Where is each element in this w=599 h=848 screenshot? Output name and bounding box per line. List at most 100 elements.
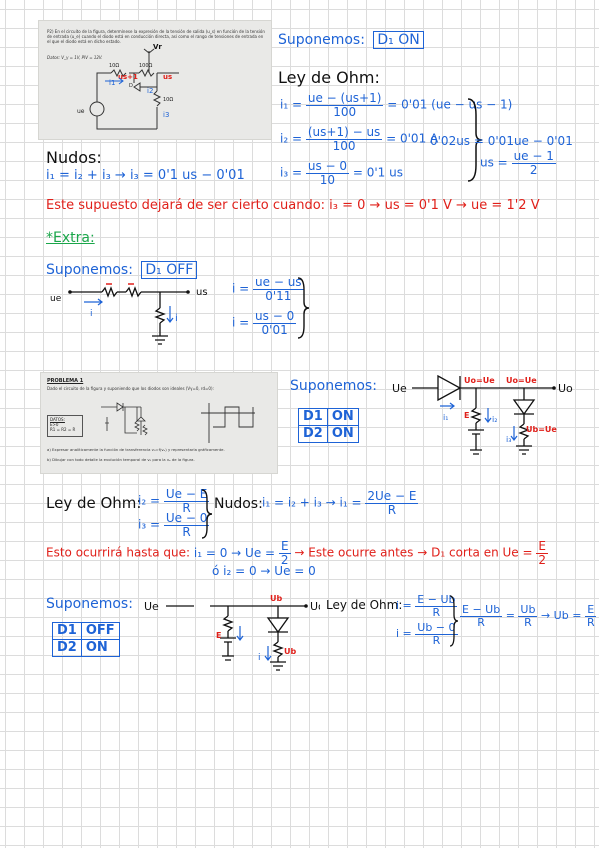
state-value: ON: [326, 425, 359, 443]
eq4-a-lhs: i =: [396, 599, 412, 613]
eq-i1-den: 100: [333, 104, 357, 119]
state-d1-on: D₁ ON: [373, 31, 424, 49]
eq-i1: i₁ = ue − (us+1)100 = 0'01 (ue − us − 1): [280, 92, 512, 118]
fig5-ub-top: Ub: [270, 594, 282, 603]
eq4-b-num: Ub − 0: [415, 621, 458, 635]
state-diode: D2: [298, 425, 328, 443]
suponemos-2: Suponemos: D₁ OFF: [46, 261, 198, 279]
fig4-i1: i₁: [443, 413, 448, 422]
res-num-3: E: [585, 603, 597, 617]
datos-1: E>0: [50, 422, 59, 427]
question-b: b) Dibujar con todo detalle la evolución…: [47, 457, 195, 462]
suponemos-4: Suponemos:: [46, 596, 133, 612]
eq-i1-lhs: i₁ =: [280, 97, 303, 112]
fig4-uo: Uo: [558, 382, 573, 395]
eq-i2-rhs: = 0'01 A: [386, 131, 439, 146]
fig5-uo: Uo: [310, 600, 320, 613]
eq4-b-lhs: i =: [396, 627, 412, 641]
fig-r1: 10Ω: [109, 63, 119, 69]
fig4-uo-ue-2: Uo=Ue: [506, 376, 537, 385]
problem-text-2: Dado el circuito de la figura y suponien…: [47, 386, 214, 391]
condition-2: ó i₂ = 0 → Ue = 0: [212, 564, 316, 578]
fig4-uo-ue: Uo=Ue: [464, 376, 495, 385]
fig2-us: us: [196, 287, 208, 298]
condition-1b: → Este ocurre antes → D₁ corta en Ue =: [294, 545, 533, 560]
res-den-2: R: [524, 615, 532, 629]
ley-ohm-3: Ley de Ohm:: [46, 494, 142, 512]
fig4-E: E: [464, 411, 469, 420]
condition-3: Esto ocurrirá hasta que: i₁ = 0 → Ue = E…: [46, 540, 548, 566]
ley-ohm-4: Ley de Ohm:: [326, 598, 403, 612]
eq-i3-den: 10: [319, 172, 336, 187]
suponemos-3: Suponemos:: [290, 378, 377, 394]
eq-i1-rhs: = 0'01 (ue − us − 1): [387, 97, 513, 112]
eq3-i3-den: R: [182, 524, 191, 539]
fig-r2: 100Ω: [139, 63, 153, 69]
fig-i1: i1: [109, 79, 115, 87]
eq2-b-den: 0'01: [261, 322, 288, 337]
fig-us: us: [163, 73, 172, 81]
fig5-ub: Ub: [284, 647, 296, 656]
circuit-figure-1: 10Ω 100Ω 10Ω Vr us+1 us ue i1 i2 i3 D: [77, 43, 179, 130]
res-num-2: Ub: [518, 603, 538, 617]
fig-us1: us+1: [118, 73, 138, 81]
fig5-E: E: [216, 631, 221, 640]
res-eq: → Ub =: [540, 609, 582, 623]
fig2-i-down: i: [175, 313, 178, 324]
eq2-a-lhs: i =: [232, 281, 250, 296]
eq-i3-num: us − 0: [305, 159, 350, 174]
condition-1-num: E: [278, 539, 291, 554]
res-num-1: E − Ub: [460, 603, 503, 617]
condition-prefix: Esto ocurrirá hasta que:: [46, 545, 191, 560]
eq2-a-den: 0'11: [265, 288, 292, 303]
nudos-1: Nudos:: [46, 148, 102, 167]
nudos-eq-3-num: 2Ue − E: [365, 489, 419, 504]
eq2-b-lhs: i =: [232, 315, 250, 330]
fig4-ub-ue: Ub=Ue: [526, 425, 557, 434]
condition-1c-num: E: [536, 539, 548, 554]
nudos-3: Nudos:: [214, 496, 263, 512]
system-brace-3: [201, 489, 213, 539]
suponemos-label-2: Suponemos:: [46, 262, 133, 278]
fig4-i3: i₃: [506, 435, 511, 444]
system-brace-1: [467, 98, 483, 182]
eq3-i3-num: Ue − 0: [163, 511, 210, 526]
fig4-ue: Ue: [392, 382, 407, 395]
eq-i1-frac: ue − (us+1)100: [305, 92, 384, 119]
eq3-i2-num: Ue − E: [163, 487, 210, 502]
condition-1c-den: 2: [538, 552, 547, 567]
eq-i2-den: 100: [332, 138, 356, 153]
eq4-a-num: E − Ub: [415, 593, 458, 607]
fig-vr: Vr: [153, 43, 162, 51]
conclusion-1: Este supuesto dejará de ser cierto cuand…: [46, 198, 540, 213]
eq-us-num: ue − 1: [511, 149, 556, 164]
eq-i3-rhs: = 0'1 us: [352, 165, 403, 180]
nudos-eq-1: i₁ = i₂ + i₃ → i₃ = 0'1 us − 0'01: [46, 168, 245, 183]
eq-i3-lhs: i₃ =: [280, 165, 303, 180]
datos-box: DATOS: E>0 R1 = R2 = R: [47, 415, 83, 437]
state-value: ON: [80, 639, 120, 657]
circuit-figure-5: Ue Uo Ub Ub E i: [144, 594, 320, 671]
fig5-i: i: [258, 653, 261, 663]
eq-us-lhs: us =: [480, 155, 508, 170]
circuit-figure-3: a) Expresar analíticamente la función de…: [47, 402, 255, 462]
fig4-i2: i₂: [492, 415, 497, 424]
ley-ohm-1: Ley de Ohm:: [278, 68, 380, 87]
fig-ue: ue: [77, 108, 85, 115]
